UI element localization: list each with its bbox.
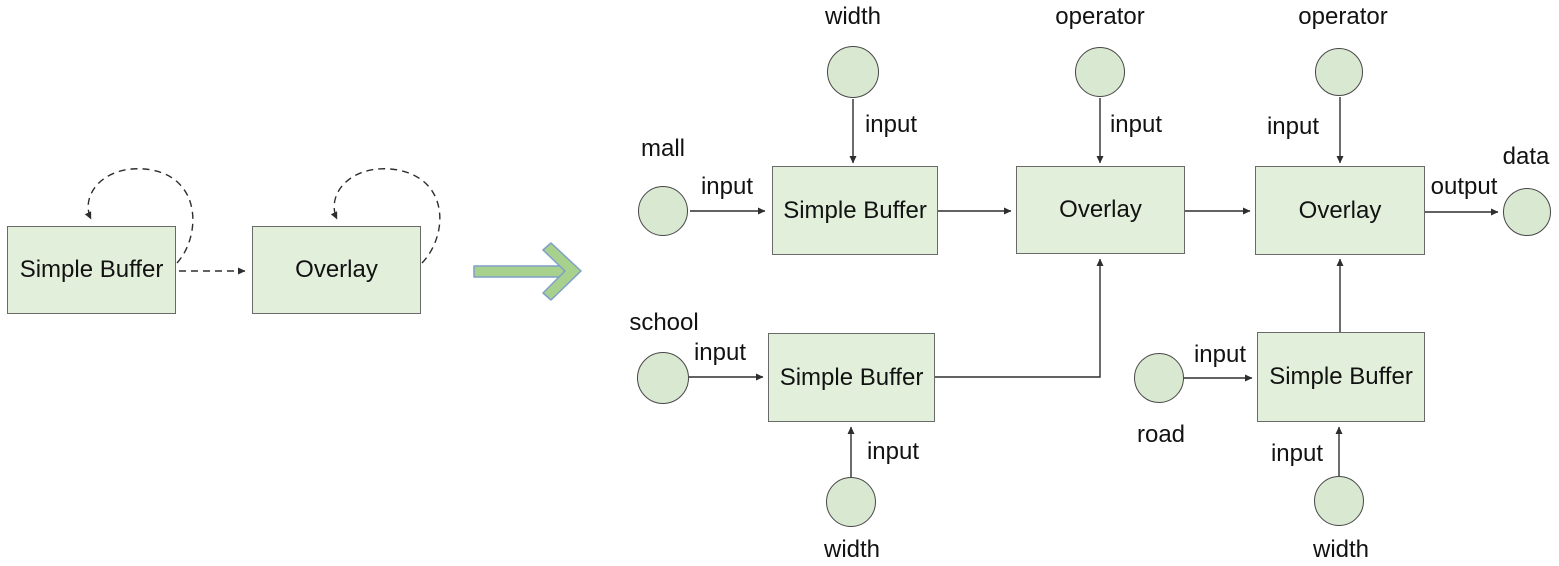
operator-right-node-circle [1315, 48, 1363, 96]
data-label: data [1502, 143, 1550, 170]
operator-right-label: operator [1298, 3, 1388, 30]
width-top-node-circle [827, 46, 879, 98]
edge-label-input-operator-left: input [1109, 111, 1163, 138]
mall-node-circle [638, 186, 688, 236]
edge-label-output: output [1430, 173, 1498, 200]
left-simple-buffer-box: Simple Buffer [7, 226, 176, 314]
data-node-circle [1503, 188, 1551, 236]
transform-arrow-chevron [542, 242, 582, 301]
width-bottom-left-node-circle [826, 477, 876, 527]
edge-label-input-width-br: input [1270, 440, 1324, 467]
simple-buffer-top-box: Simple Buffer [772, 166, 938, 255]
edge-label-input-operator-right: input [1266, 113, 1320, 140]
road-node-circle [1134, 353, 1184, 403]
edge-label-input-mall: input [700, 173, 754, 200]
operator-left-node-circle [1075, 47, 1125, 97]
width-top-label: width [824, 3, 882, 30]
road-label: road [1136, 421, 1186, 448]
edge-label-input-width-top: input [864, 111, 918, 138]
self-loop-simple-buffer [84, 168, 194, 264]
width-bottom-right-node-circle [1314, 476, 1364, 526]
edge-sb2-to-overlay1 [935, 258, 1104, 378]
width-bottom-left-label: width [823, 536, 881, 563]
school-label: school [629, 309, 699, 336]
edge-label-input-road: input [1193, 341, 1247, 368]
school-node-circle [637, 352, 689, 404]
overlay-right-box: Overlay [1255, 166, 1425, 255]
edge-label-input-school: input [693, 339, 747, 366]
mall-label: mall [640, 135, 686, 162]
transform-arrow-bar [473, 265, 565, 278]
simple-buffer-bottom-left-box: Simple Buffer [768, 333, 935, 422]
left-overlay-box: Overlay [252, 226, 421, 314]
edge-label-input-width-bl: input [866, 438, 920, 465]
width-bottom-right-label: width [1312, 536, 1370, 563]
overlay-left-box: Overlay [1016, 166, 1185, 254]
simple-buffer-bottom-right-box: Simple Buffer [1257, 332, 1425, 422]
transform-arrow [473, 242, 582, 301]
operator-left-label: operator [1055, 3, 1145, 30]
